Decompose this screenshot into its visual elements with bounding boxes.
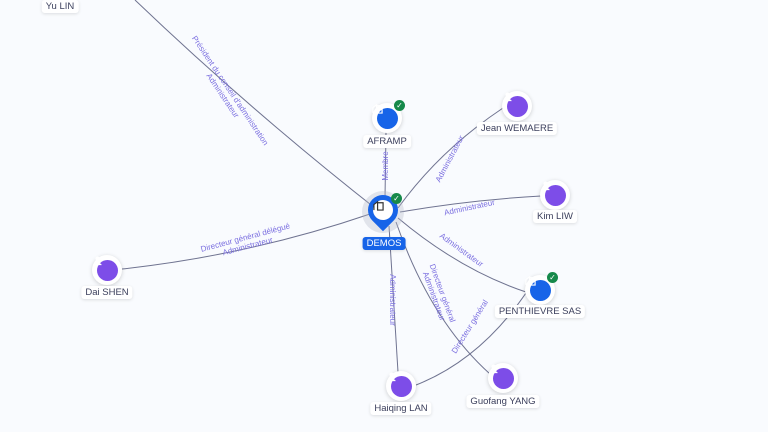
edge-jean-demos: [397, 107, 504, 209]
edge-dai-demos: [121, 213, 371, 270]
edge-kim-demos: [399, 195, 542, 213]
edge-label-haiqing: Administrateur: [388, 274, 397, 326]
edge-label-guofang: Directeur général Administrateur: [421, 263, 457, 324]
node-label-aframp[interactable]: AFRAMP: [363, 135, 411, 148]
edge-label-jean: Administrateur: [434, 134, 466, 184]
node-kim-liw[interactable]: [540, 180, 570, 210]
building-icon: [525, 275, 551, 301]
node-label-yu-lin[interactable]: Yu LIN: [41, 0, 79, 13]
person-icon: [387, 372, 412, 397]
node-label-demos[interactable]: DEMOS: [362, 237, 406, 250]
edge-label-haiqing-penthievre: Directeur général: [450, 298, 490, 355]
edge-penthievre-demos: [397, 217, 527, 293]
person-icon: [489, 364, 514, 389]
node-label-dai-shen[interactable]: Dai SHEN: [81, 286, 133, 299]
verified-check-icon: ✓: [547, 272, 558, 283]
node-label-kim-liw[interactable]: Kim LIW: [533, 210, 577, 223]
edge-label-text: Président du conseil d'administration: [190, 34, 270, 147]
node-dai-shen[interactable]: [92, 255, 122, 285]
node-penthievre-sas[interactable]: ✓: [525, 272, 558, 305]
verified-check-icon: ✓: [391, 193, 402, 204]
node-jean-wemaere[interactable]: [502, 91, 532, 121]
edge-label-yu: Président du conseil d'administration Ad…: [190, 34, 270, 147]
person-icon: [93, 256, 118, 281]
node-demos[interactable]: ✓: [361, 188, 405, 233]
edge-yu-demos: [134, 0, 381, 213]
edge-label-dai: Directeur général délégué Administrateur: [200, 221, 292, 257]
node-haiqing-lan[interactable]: [386, 371, 416, 401]
node-guofang-yang[interactable]: [488, 363, 518, 393]
building-icon: [372, 103, 398, 129]
building-icon: [373, 200, 393, 220]
verified-check-icon: ✓: [394, 100, 405, 111]
node-label-jean-wemaere[interactable]: Jean WEMAERE: [476, 122, 558, 135]
node-label-guofang-yang[interactable]: Guofang YANG: [466, 395, 540, 408]
edge-label-kim: Administrateur: [443, 198, 496, 218]
node-aframp[interactable]: ✓: [372, 100, 405, 133]
person-icon: [503, 92, 528, 117]
edge-label-aframp: Membre: [381, 151, 390, 181]
node-label-haiqing-lan[interactable]: Haiqing LAN: [370, 402, 432, 415]
edge-haiqing-demos: [388, 225, 399, 373]
node-label-penthievre-sas[interactable]: PENTHIEVRE SAS: [494, 305, 586, 318]
person-icon: [541, 181, 566, 206]
